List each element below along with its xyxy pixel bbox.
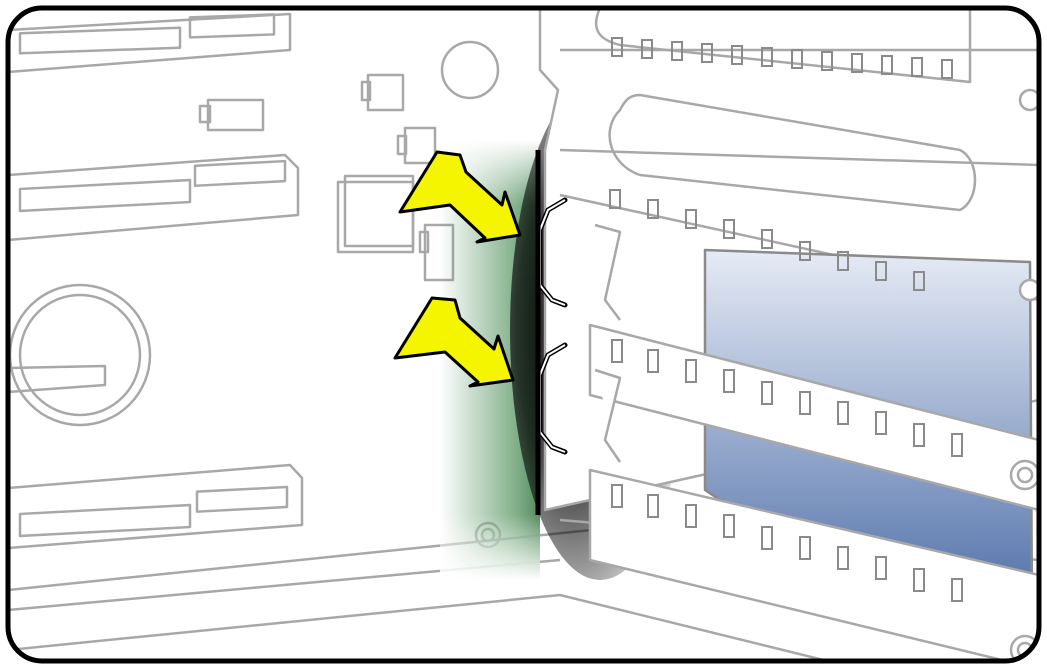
illustration-frame [0, 0, 1047, 669]
mac-pro-pci-illustration [0, 0, 1047, 669]
